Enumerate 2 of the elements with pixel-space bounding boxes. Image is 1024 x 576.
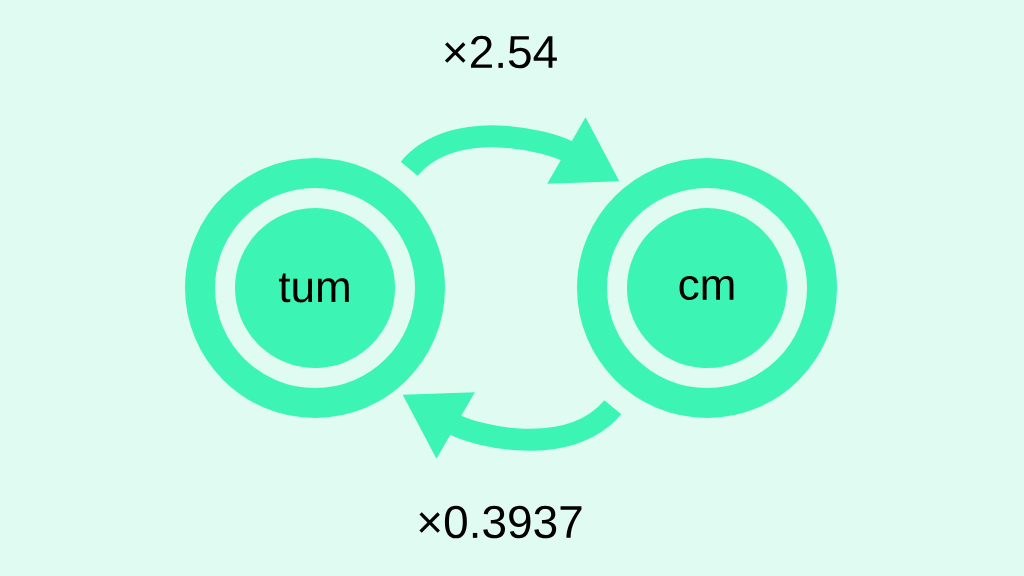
edge-label: ×2.54 bbox=[439, 33, 561, 71]
edge-label: ×0.3937 bbox=[414, 503, 586, 541]
